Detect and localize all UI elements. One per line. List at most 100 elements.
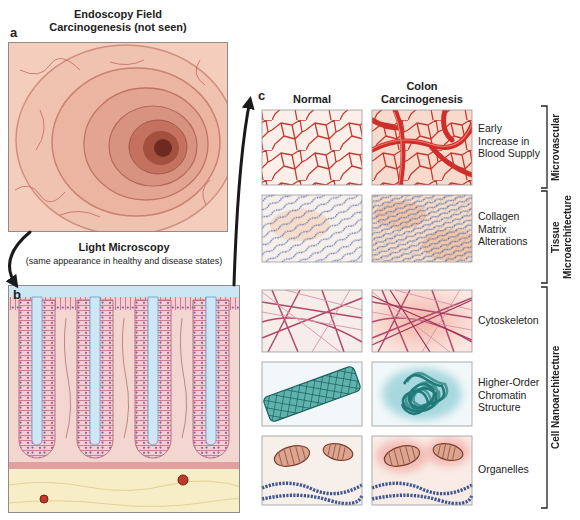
cristae [278,444,306,468]
panel-heading: Light Microscopy [8,241,240,254]
row-label: Collagen Matrix Alterations [478,210,542,248]
collagen-fibers [372,195,472,262]
row-label: Organelles [478,463,542,476]
mitochondrion [272,442,312,470]
cell-border [262,290,362,352]
submucosa-fibers [8,481,240,507]
panel-subheading: (same appearance in healthy and disease … [8,256,240,267]
panel-box: Light Microscopy(same appearance in heal… [8,285,240,513]
filaments [262,290,362,352]
colon-fold [16,45,228,232]
group-label: Microvascular [550,106,562,188]
cell-background [262,362,362,426]
membrane-fiber [262,483,362,503]
panel-letter: b [13,287,21,303]
chromatin-glow [382,368,462,420]
blood-vessel [40,495,48,503]
crypt [77,297,113,458]
curved-arrow [10,232,30,285]
panel-heading: Endoscopy Field Carcinogenesis (not seen… [38,8,198,34]
stroma-fibers [64,318,70,438]
organelles-normal [262,436,362,505]
microscopy-view [8,285,240,513]
cell-border [262,195,362,262]
chromatin-fiber [262,365,361,422]
group-bracket [541,106,547,508]
panel-letter: c [258,88,265,104]
stroma-fibers [180,318,186,438]
organelles-cancer [372,436,472,505]
group-label: Cell Nanoarchitecture [550,287,562,508]
stroma-fiber [64,318,70,438]
colon-fold [129,120,187,174]
mitochondrion [322,441,355,463]
chromatin-cancer [372,362,472,426]
cell-background [372,436,472,505]
cell-border [262,362,362,426]
colon-fold [109,106,197,186]
capillary-network [262,110,362,185]
colon-fold [84,88,208,200]
colon-lumen [8,285,240,299]
filament [262,290,362,352]
filament [262,290,362,352]
submucosa [8,469,240,513]
blood-vessel [178,475,188,485]
crypt-lumen [32,297,42,445]
endoscopy-view [8,42,228,232]
organelles [262,441,362,503]
cell-border [372,436,472,505]
capillary-network [372,110,472,185]
filaments [372,290,472,352]
mitochondrion [272,442,312,470]
crypt [193,297,229,458]
crypt [135,297,171,458]
cell-background [372,195,472,262]
cell-background [372,362,472,426]
chromatin-tangle [405,373,447,412]
row-label: Cytoskeleton [478,314,542,327]
blood-vessel [372,110,472,185]
cytoskeleton-normal [262,290,362,352]
cell-background [262,110,362,185]
panel-letter: a [10,25,17,41]
collagen-fibers [262,195,362,262]
cristae [328,443,346,460]
mucosal-vessels [15,59,210,217]
group-label: Tissue Microarchitecture [550,191,574,283]
colon-fold [143,131,179,165]
cell-border [372,290,472,352]
colon-fold [52,68,220,216]
organelles [372,441,472,503]
cell-border [372,195,472,262]
lamina-propria [8,285,240,513]
cell-background [372,110,472,185]
column-heading: Normal [262,93,362,106]
enlarged-vessels [372,110,472,185]
cytoskeleton-cancer [372,290,472,352]
colon-lumen [154,139,172,157]
chromatin-cloud [382,368,462,420]
filament [372,290,472,352]
stroma-fibers [122,318,128,438]
cell-border [372,362,472,426]
mitochondrion [322,441,355,463]
vessel-highlight [372,112,472,185]
cell-background [262,195,362,262]
cell-background [262,290,362,352]
collagen-cancer [372,195,478,262]
cell-borders [262,110,472,505]
column-heading: Colon Carcinogenesis [372,80,472,106]
collagen-fibers [372,195,472,262]
chromatin-fiber [262,365,361,422]
crypt [19,297,55,458]
cell-border [262,436,362,505]
row-label: Early Increase in Blood Supply [478,122,542,160]
cell-background [372,290,472,352]
cell-border [262,110,362,185]
cell-border [372,110,472,185]
curved-arrow [234,100,250,285]
muscularis [8,462,240,469]
microvascular-normal [262,110,362,185]
